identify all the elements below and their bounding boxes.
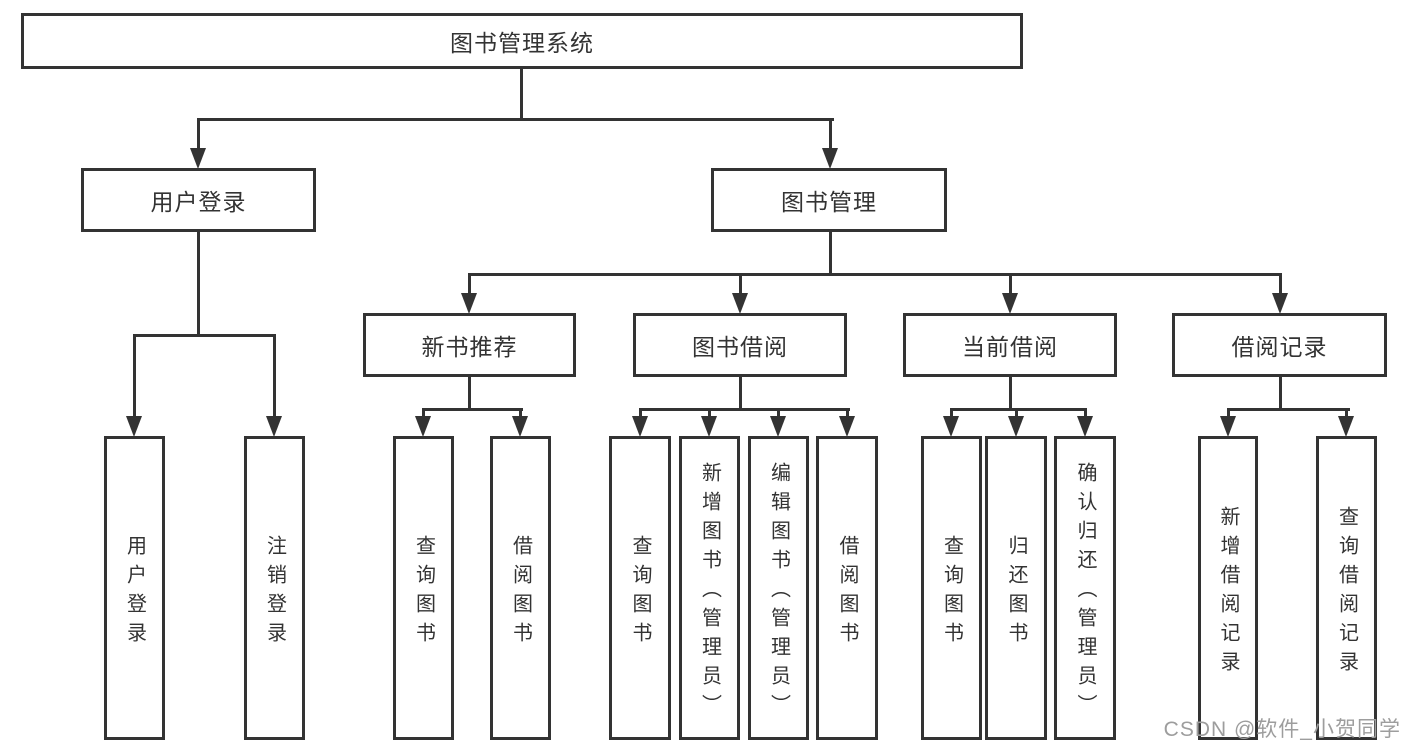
connector-new-book-recommend-stem	[468, 377, 471, 411]
arrowhead-down	[415, 416, 431, 437]
connector-current-borrow-stem	[1009, 377, 1012, 411]
connector-new-book-recommend-rail	[422, 408, 523, 411]
arrowhead-down	[839, 416, 855, 437]
arrowhead-down	[770, 416, 786, 437]
connector-drop-leaf-logout	[273, 334, 276, 420]
leaf-user-login: 用户登录	[104, 436, 165, 740]
leaf-borrow-add-books-admin: 新增图书（管理员）	[679, 436, 740, 740]
arrowhead-down	[943, 416, 959, 437]
connector-root-rail	[197, 118, 834, 121]
leaf-record-query-borrow-record: 查询借阅记录	[1316, 436, 1377, 740]
leaf-current-confirm-return-admin: 确认归还（管理员）	[1054, 436, 1116, 740]
connector-drop	[1227, 408, 1230, 420]
connector-drop	[1345, 408, 1348, 420]
leaf-recommend-query-books-label: 查询图书	[412, 534, 435, 651]
connector-current-borrow-rail	[950, 408, 1087, 411]
node-book-management: 图书管理	[711, 168, 947, 232]
leaf-current-query-books: 查询图书	[921, 436, 982, 740]
leaf-recommend-query-books: 查询图书	[393, 436, 454, 740]
leaf-current-confirm-return-admin-label: 确认归还（管理员）	[1074, 462, 1096, 723]
arrowhead-down	[1338, 416, 1354, 437]
node-user-login-label: 用户登录	[150, 189, 247, 215]
arrowhead-down	[732, 293, 748, 314]
connector-drop	[1015, 408, 1018, 420]
arrowhead-down	[822, 148, 838, 169]
leaf-borrow-borrow-books-label: 借阅图书	[836, 534, 858, 651]
connector-book-borrow-stem	[739, 377, 742, 411]
leaf-borrow-query-books-label: 查询图书	[629, 534, 651, 651]
connector-user-login-rail	[133, 334, 276, 337]
node-borrow-record: 借阅记录	[1172, 313, 1387, 377]
leaf-record-query-borrow-record-label: 查询借阅记录	[1335, 505, 1358, 680]
connector-root-stem	[520, 69, 523, 121]
connector-drop	[846, 408, 849, 420]
arrowhead-down	[461, 293, 477, 314]
connector-drop-current-borrow	[1009, 273, 1012, 295]
leaf-logout: 注销登录	[244, 436, 305, 740]
connector-drop	[950, 408, 953, 420]
leaf-borrow-query-books: 查询图书	[609, 436, 671, 740]
leaf-current-return-books: 归还图书	[985, 436, 1047, 740]
connector-book-management-rail	[468, 273, 1282, 276]
node-borrow-record-label: 借阅记录	[1231, 334, 1328, 360]
connector-drop-user-login	[197, 118, 200, 151]
connector-drop-new-book-recommend	[468, 273, 471, 295]
node-current-borrow-label: 当前借阅	[962, 334, 1058, 360]
node-new-book-recommend-label: 新书推荐	[421, 334, 518, 360]
node-user-login: 用户登录	[81, 168, 316, 232]
node-current-borrow: 当前借阅	[903, 313, 1117, 377]
connector-borrow-record-rail	[1227, 408, 1350, 411]
leaf-current-query-books-label: 查询图书	[940, 534, 963, 651]
connector-drop	[777, 408, 780, 420]
leaf-borrow-edit-books-admin-label: 编辑图书（管理员）	[767, 462, 790, 723]
leaf-recommend-borrow-books-label: 借阅图书	[509, 534, 532, 651]
connector-drop	[708, 408, 711, 420]
connector-drop-book-management	[829, 118, 832, 151]
arrowhead-down	[126, 416, 142, 437]
leaf-current-return-books-label: 归还图书	[1005, 534, 1027, 651]
arrowhead-down	[190, 148, 206, 169]
node-book-borrow-label: 图书借阅	[692, 334, 788, 360]
connector-book-management-stem	[829, 232, 832, 276]
leaf-recommend-borrow-books: 借阅图书	[490, 436, 551, 740]
connector-drop	[422, 408, 425, 420]
arrowhead-down	[1077, 416, 1093, 437]
arrowhead-down	[632, 416, 648, 437]
leaf-logout-label: 注销登录	[263, 534, 286, 651]
connector-drop-borrow-record	[1279, 273, 1282, 295]
connector-book-borrow-rail	[639, 408, 850, 411]
arrowhead-down	[266, 416, 282, 437]
node-book-management-label: 图书管理	[781, 189, 877, 215]
connector-drop	[1084, 408, 1087, 420]
leaf-user-login-label: 用户登录	[123, 534, 146, 651]
arrowhead-down	[701, 416, 717, 437]
csdn-watermark: CSDN @软件_小贺同学	[1163, 718, 1401, 741]
arrowhead-down	[1008, 416, 1024, 437]
node-root: 图书管理系统	[21, 13, 1023, 69]
arrowhead-down	[512, 416, 528, 437]
connector-drop-book-borrow	[739, 273, 742, 295]
leaf-borrow-edit-books-admin: 编辑图书（管理员）	[748, 436, 809, 740]
arrowhead-down	[1220, 416, 1236, 437]
connector-user-login-stem	[197, 232, 200, 336]
leaf-borrow-borrow-books: 借阅图书	[816, 436, 878, 740]
leaf-record-add-borrow-record: 新增借阅记录	[1198, 436, 1258, 740]
connector-drop	[639, 408, 642, 420]
node-root-label: 图书管理系统	[450, 30, 594, 56]
connector-drop-leaf-user-login	[133, 334, 136, 420]
arrowhead-down	[1272, 293, 1288, 314]
node-book-borrow: 图书借阅	[633, 313, 847, 377]
connector-drop	[519, 408, 522, 420]
leaf-record-add-borrow-record-label: 新增借阅记录	[1217, 505, 1239, 680]
node-new-book-recommend: 新书推荐	[363, 313, 576, 377]
arrowhead-down	[1002, 293, 1018, 314]
connector-borrow-record-stem	[1279, 377, 1282, 411]
leaf-borrow-add-books-admin-label: 新增图书（管理员）	[698, 462, 721, 723]
